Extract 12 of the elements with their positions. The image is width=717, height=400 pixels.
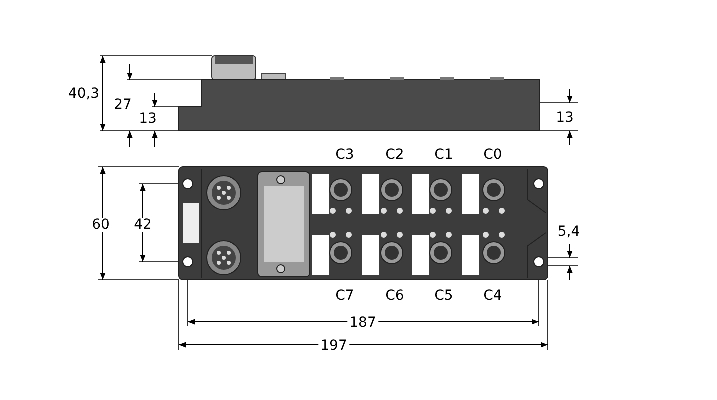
dimension-label: 197 — [318, 339, 350, 353]
dimension-label: 42 — [132, 218, 154, 232]
dimension-label: 27 — [112, 98, 134, 112]
port-label: C4 — [482, 289, 504, 303]
dimension-label: 5,4 — [556, 225, 582, 239]
port-label: C5 — [432, 289, 456, 303]
port-label: C3 — [334, 148, 356, 162]
dimension-label: 60 — [90, 218, 112, 232]
dimension-label: 187 — [348, 316, 378, 330]
port-label: C6 — [384, 289, 406, 303]
port-label: C7 — [334, 289, 356, 303]
port-label: C0 — [482, 148, 504, 162]
